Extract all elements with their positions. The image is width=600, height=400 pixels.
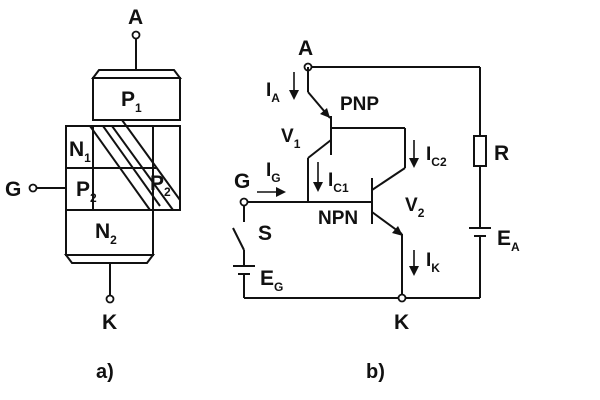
resistor-label: R	[494, 142, 509, 165]
npn-collector-lead	[371, 167, 406, 191]
transistor-v1-label: V1	[281, 126, 301, 151]
gate-terminal-dot	[28, 183, 38, 193]
pnp-emitter-arrow	[320, 108, 330, 118]
layer-p1-label: P1	[121, 88, 142, 115]
current-ig-label: IG	[266, 160, 281, 185]
npn-label: NPN	[318, 208, 358, 229]
layer-p2-right-label: P2	[150, 172, 171, 199]
panel-a-structure: A P1 N1 P2 P2 G N2 K	[5, 6, 182, 383]
layer-n1-label: N1	[69, 138, 91, 165]
panel-a-caption: a)	[96, 361, 114, 383]
pnp-label: PNP	[340, 94, 379, 115]
current-ik-label: IK	[426, 250, 440, 275]
anode-terminal-dot	[131, 30, 141, 40]
layer-p2-left-label: P2	[76, 178, 97, 205]
current-ic2-label: IC2	[426, 144, 447, 169]
panel-b-circuit: A R EA K PNP V1 IA	[232, 37, 520, 383]
switch-s-blade	[232, 227, 245, 251]
anode-contact	[91, 69, 182, 79]
npn-emitter-arrow	[392, 226, 403, 236]
ig-arrow-head	[276, 187, 286, 197]
panel-b-anode-label: A	[298, 37, 313, 60]
panel-a-anode-label: A	[128, 6, 143, 29]
resistor-r	[473, 135, 487, 167]
right-part-diagonal-a	[121, 119, 181, 201]
current-ic1-label: IC1	[328, 170, 349, 195]
left-part-diagonal-b	[102, 125, 161, 207]
current-ia-label: IA	[266, 80, 280, 105]
ic1-arrow-head	[313, 182, 323, 192]
ia-arrow-head	[289, 90, 299, 100]
switch-s-label: S	[258, 222, 272, 245]
panel-a-gate-label: G	[5, 178, 21, 201]
panel-b-caption: b)	[366, 361, 385, 383]
cathode-terminal-dot	[105, 294, 115, 304]
source-eg-label: EG	[260, 267, 283, 294]
layer-n2-label: N2	[95, 220, 117, 247]
panel-b-gate-label: G	[234, 170, 250, 193]
layer-p1-block	[92, 77, 181, 121]
panel-a-cathode-label: K	[102, 311, 117, 334]
cathode-node-dot	[397, 293, 407, 303]
panel-b-cathode-label: K	[394, 311, 409, 334]
ik-arrow-head	[409, 266, 419, 276]
pnp-collector-lead	[307, 139, 332, 159]
source-ea-label: EA	[497, 227, 520, 254]
cathode-contact	[64, 254, 155, 264]
transistor-v2-label: V2	[405, 195, 425, 220]
gate-node-dot	[239, 197, 249, 207]
ic2-arrow-head	[409, 158, 419, 168]
